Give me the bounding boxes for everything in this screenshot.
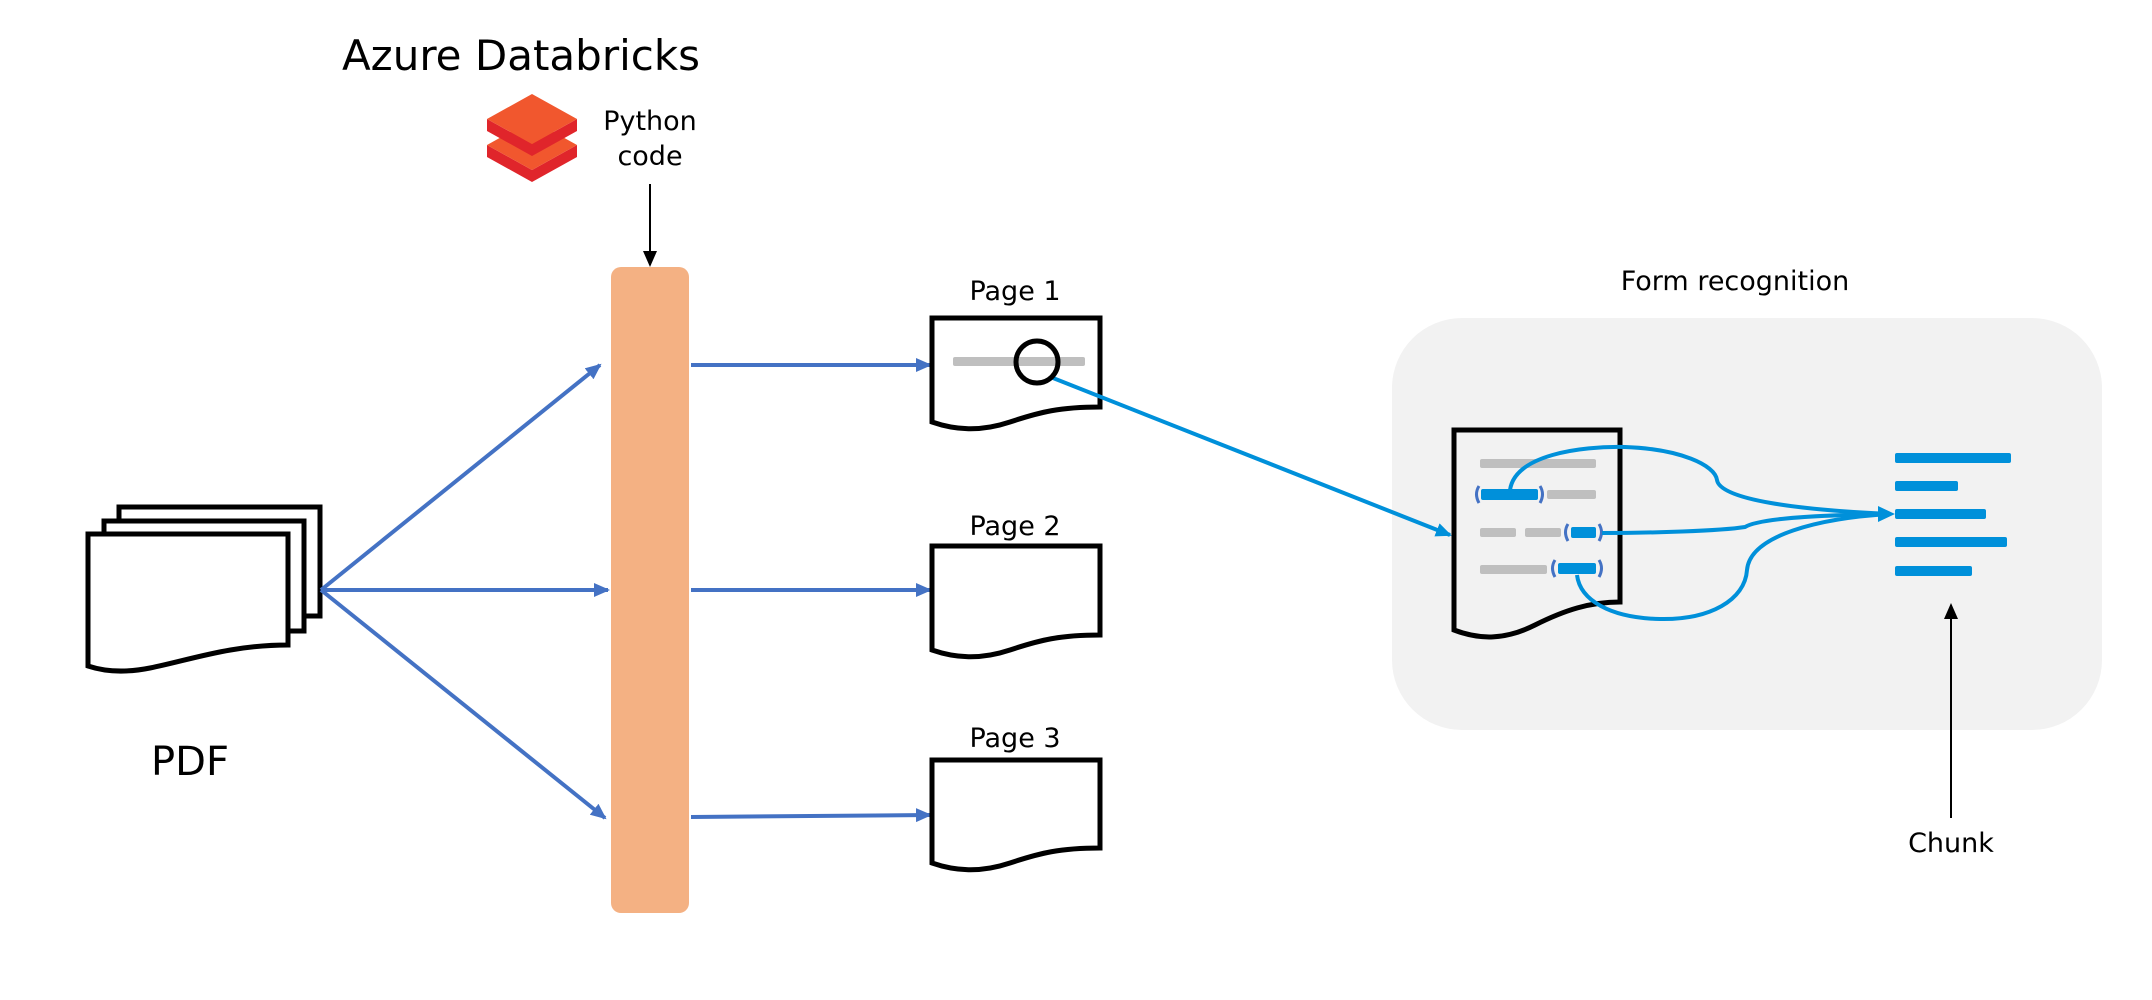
- extracted-fields: [1481, 489, 1596, 574]
- databricks-logo-icon: [487, 94, 577, 182]
- field-highlight-1: [1481, 489, 1538, 500]
- python-code-label-line1: Python: [603, 106, 697, 137]
- field-highlight-2: [1571, 527, 1596, 538]
- curve-field-1: [1508, 444, 1891, 516]
- split-arrow-page3: [319, 588, 607, 820]
- curve-field-3: [1575, 512, 1891, 622]
- page1-document-icon: [929, 315, 1103, 432]
- split-arrows: [319, 363, 610, 820]
- page1-label: Page 1: [969, 276, 1060, 307]
- document-stack-icon: [85, 504, 323, 674]
- page2-label: Page 2: [969, 511, 1060, 542]
- splitter-bar: [611, 267, 689, 913]
- chunk-icon: [1895, 453, 2011, 576]
- page3-document-icon: [929, 757, 1103, 873]
- page1-text-line: [953, 357, 1085, 366]
- split-arrow-page1: [319, 363, 602, 592]
- python-code-label-line2: code: [617, 141, 682, 172]
- recognition-input-arrow: [1052, 376, 1452, 537]
- page2-document-icon: [929, 543, 1103, 660]
- diagram-title: Azure Databricks: [342, 31, 700, 80]
- field-highlight-3: [1558, 563, 1596, 574]
- curve-field-2: [1601, 512, 1891, 535]
- magnifier-icon: [1013, 338, 1061, 386]
- field-to-chunk-curves: [1508, 444, 1891, 622]
- chunk-arrowhead: [1878, 506, 1895, 522]
- pdf-label: PDF: [151, 739, 229, 785]
- page3-label: Page 3: [969, 723, 1060, 754]
- document-text-lines: [1480, 459, 1596, 574]
- chunk-label: Chunk: [1908, 828, 1994, 859]
- form-recognition-label: Form recognition: [1621, 266, 1850, 297]
- field-brackets: [1475, 485, 1603, 578]
- page3-arrow: [690, 808, 932, 823]
